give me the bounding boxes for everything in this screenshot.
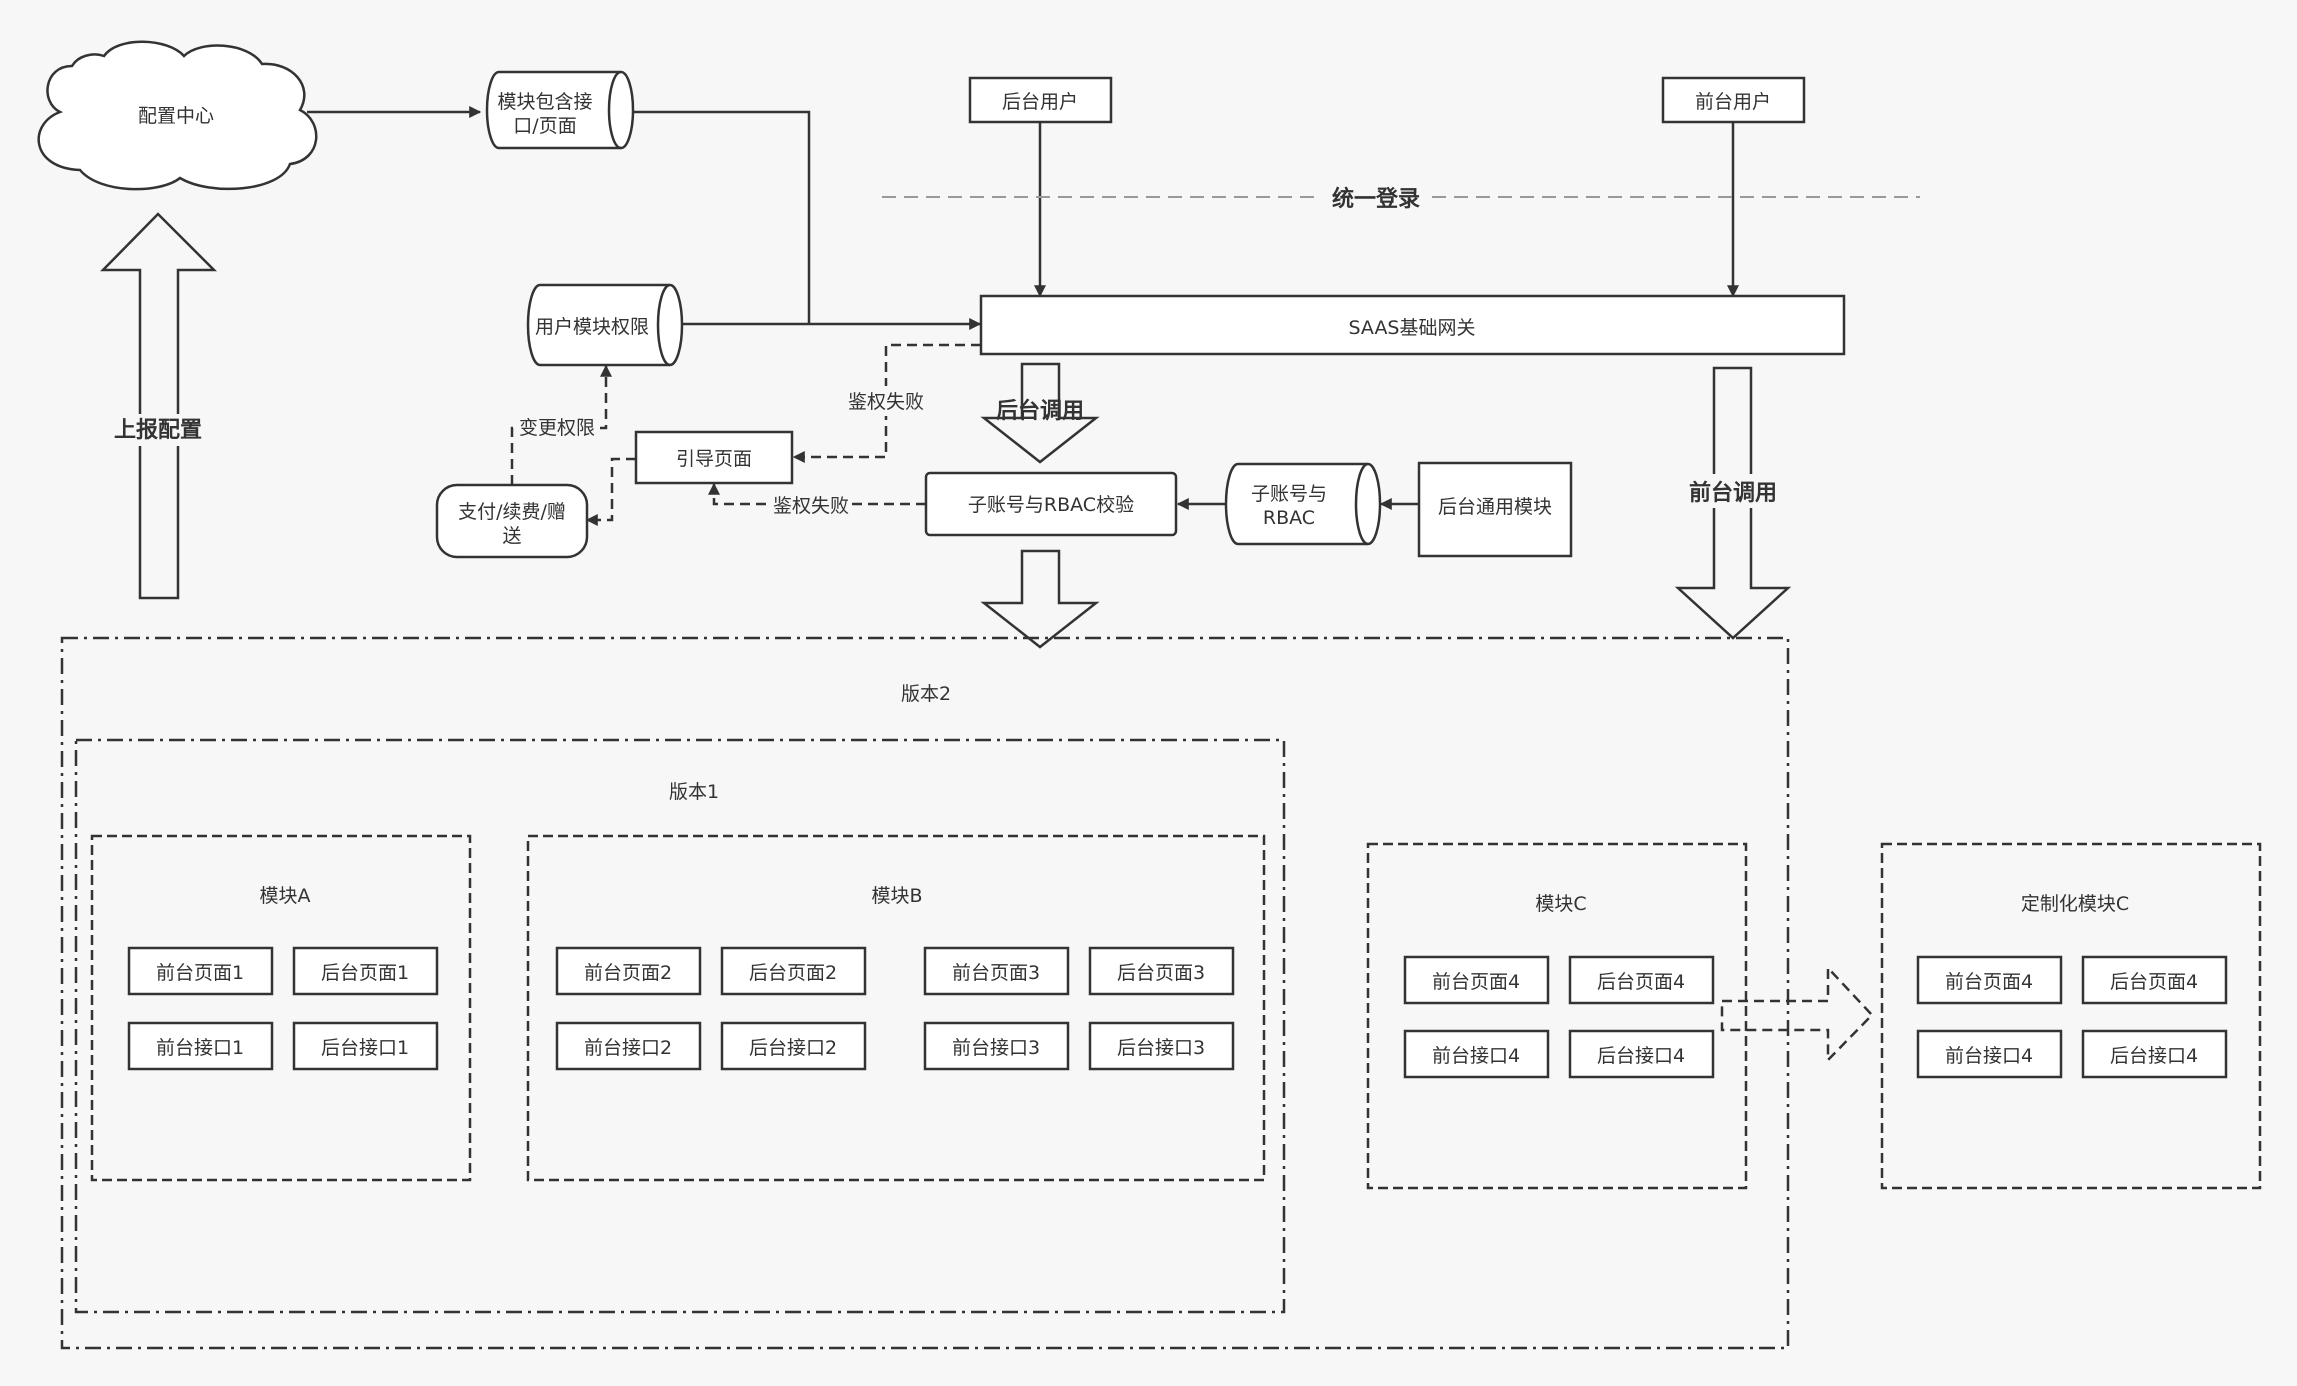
frontend-call-label: 前台调用	[1689, 480, 1777, 506]
module-b-item: 前台接口3	[952, 1037, 1040, 1059]
module-c-item: 前台页面4	[1432, 971, 1520, 993]
module-b-item-box	[1088, 946, 1235, 996]
user-permission-node: 用户模块权限	[526, 283, 684, 367]
custom-module-c-item-box	[2081, 955, 2228, 1005]
module-a-item: 前台接口1	[156, 1037, 244, 1059]
module-c-container	[1366, 842, 1748, 1190]
module-c-item-box	[1568, 1029, 1715, 1079]
frontend-call-arrow	[1674, 366, 1792, 640]
auth-fail-1-label: 鉴权失败	[848, 391, 924, 413]
module-c-item-box	[1403, 1029, 1550, 1079]
module-b-item-box	[720, 1021, 867, 1071]
module-contains-label-2: 口/页面	[513, 115, 576, 137]
module-b-item: 后台接口3	[1117, 1037, 1205, 1059]
user-permission-label: 用户模块权限	[535, 316, 649, 338]
sub-account-rbac-label-2: RBAC	[1263, 507, 1315, 529]
frontend-call-bg	[1680, 474, 1786, 508]
config-center-cloud	[37, 40, 318, 191]
edge-guide-to-payment	[585, 457, 636, 526]
change-permission-label: 变更权限	[519, 417, 595, 439]
module-b-container	[526, 834, 1266, 1182]
module-c-item: 后台接口4	[1597, 1045, 1685, 1067]
unified-login-bg	[1320, 180, 1432, 214]
module-b-item: 前台接口2	[584, 1037, 672, 1059]
module-b-item-box	[1088, 1021, 1235, 1071]
module-c-item-box	[1403, 955, 1550, 1005]
version2-title: 版本2	[901, 683, 951, 705]
frontend-user-label: 前台用户	[1695, 91, 1771, 113]
module-b-item-box	[555, 1021, 702, 1071]
module-b-item-box	[720, 946, 867, 996]
custom-module-c-item: 前台接口4	[1945, 1045, 2033, 1067]
module-a-item: 前台页面1	[156, 962, 244, 984]
module-b-item-box	[923, 1021, 1070, 1071]
module-contains-label-1: 模块包含接	[497, 91, 592, 113]
module-a-item-box	[292, 946, 439, 996]
payment-label-2: 送	[502, 525, 521, 547]
sub-account-rbac-label-1: 子账号与	[1251, 483, 1327, 505]
unified-login-label: 统一登录	[1332, 186, 1420, 212]
module-b-item: 前台页面3	[952, 962, 1040, 984]
version2-container	[60, 636, 1790, 1350]
custom-module-c-item-box	[1916, 1029, 2063, 1079]
change-permission-bg	[514, 414, 600, 442]
module-a-container	[90, 834, 472, 1182]
module-contains-node: 模块包含接 口/页面	[485, 70, 635, 150]
module-c-item: 后台页面4	[1597, 971, 1685, 993]
customize-arrow	[1720, 964, 1874, 1064]
auth-fail-2-label: 鉴权失败	[773, 495, 849, 517]
custom-module-c-item-box	[2081, 1029, 2228, 1079]
module-b-item: 后台页面3	[1117, 962, 1205, 984]
module-a-item-box	[292, 1021, 439, 1071]
sub-account-rbac-node: 子账号与 RBAC	[1224, 462, 1382, 546]
custom-module-c-item: 后台页面4	[2110, 971, 2198, 993]
auth-fail-2-bg	[770, 490, 852, 518]
module-a-item-box	[127, 946, 274, 996]
backend-user-node	[968, 76, 1113, 124]
payment-label-1: 支付/续费/赠	[458, 501, 566, 523]
report-config-arrow	[100, 212, 218, 600]
auth-fail-1-bg	[846, 386, 926, 416]
module-a-item-box	[127, 1021, 274, 1071]
version1-container	[74, 738, 1286, 1314]
custom-module-c-item: 前台页面4	[1945, 971, 2033, 993]
payment-node	[435, 483, 589, 559]
backend-call-label: 后台调用	[996, 398, 1084, 424]
module-b-item-box	[923, 946, 1070, 996]
module-b-item: 前台页面2	[584, 962, 672, 984]
module-b-item: 后台接口2	[749, 1037, 837, 1059]
report-config-bg	[110, 414, 206, 446]
module-b-title: 模块B	[871, 885, 922, 907]
backend-call-arrow	[980, 362, 1100, 464]
guide-page-node	[634, 430, 794, 485]
frontend-user-node	[1661, 76, 1806, 124]
edge-module-to-gateway	[633, 110, 811, 324]
backend-common-module-node	[1417, 461, 1573, 558]
module-a-item: 后台页面1	[321, 962, 409, 984]
rbac-check-label: 子账号与RBAC校验	[968, 494, 1134, 516]
saas-gateway-node	[979, 294, 1846, 356]
backend-common-module-label: 后台通用模块	[1438, 496, 1552, 518]
rbac-to-version-arrow	[980, 549, 1100, 649]
backend-user-label: 后台用户	[1002, 91, 1078, 113]
guide-page-label: 引导页面	[676, 448, 752, 470]
custom-module-c-item: 后台接口4	[2110, 1045, 2198, 1067]
config-center-label: 配置中心	[138, 105, 214, 127]
module-c-item: 前台接口4	[1432, 1045, 1520, 1067]
module-c-title: 模块C	[1535, 893, 1586, 915]
module-a-title: 模块A	[260, 885, 311, 907]
custom-module-c-container	[1880, 842, 2262, 1190]
report-config-label: 上报配置	[114, 418, 202, 443]
custom-module-c-title: 定制化模块C	[2021, 893, 2129, 915]
rbac-check-node	[924, 471, 1178, 537]
custom-module-c-item-box	[1916, 955, 2063, 1005]
module-a-item: 后台接口1	[321, 1037, 409, 1059]
module-b-item-box	[555, 946, 702, 996]
saas-gateway-label: SAAS基础网关	[1349, 317, 1476, 339]
module-b-item: 后台页面2	[749, 962, 837, 984]
edge-rbac-to-guide	[708, 482, 926, 506]
version1-title: 版本1	[669, 781, 719, 803]
module-c-item-box	[1568, 955, 1715, 1005]
